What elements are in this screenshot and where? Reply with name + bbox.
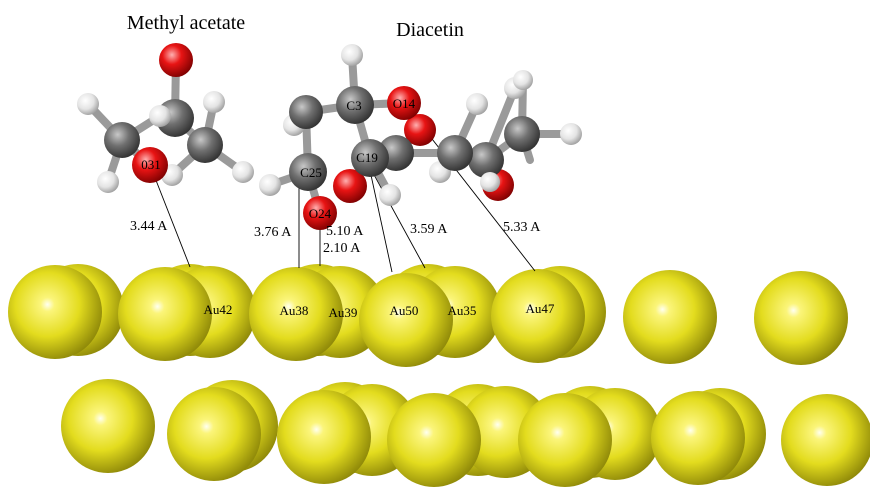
gold-label-au35: Au35 — [448, 303, 477, 318]
gold-atom — [518, 393, 612, 487]
oxygen-atom — [159, 43, 193, 77]
carbon-atom — [104, 122, 140, 158]
gold-atom — [651, 391, 745, 485]
carbon-atom-c25 — [289, 153, 327, 191]
carbon-atom — [187, 127, 223, 163]
atom-label-c25: C25 — [300, 165, 322, 180]
hydrogen-atom — [149, 105, 171, 127]
distance-label-5: 3.59 A — [410, 222, 448, 237]
carbon-atom — [437, 135, 473, 171]
carbon-atom — [289, 95, 323, 129]
methyl-acetate-molecule — [77, 43, 254, 193]
hydrogen-atom — [203, 91, 225, 113]
gold-bottom-layer — [61, 379, 870, 487]
hydrogen-atom — [560, 123, 582, 145]
oxygen-atom-o31 — [132, 147, 168, 183]
gold-atom-au42 — [118, 267, 212, 361]
carbon-atom — [504, 116, 540, 152]
gold-atom — [8, 265, 102, 359]
distance-label-3: 5.10 A — [326, 224, 364, 239]
hydrogen-atom — [341, 44, 363, 66]
hydrogen-atom — [97, 171, 119, 193]
distance-line-5 — [365, 159, 426, 269]
atom-label-c3: C3 — [346, 98, 361, 113]
distance-label-6: 5.33 A — [503, 220, 541, 235]
gold-label-au50: Au50 — [390, 303, 419, 318]
oxygen-atom-o24 — [303, 196, 337, 230]
atom-label-o14: O14 — [393, 96, 416, 111]
carbon-atom — [468, 142, 504, 178]
gold-atom — [61, 379, 155, 473]
diacetin-title: Diacetin — [396, 19, 464, 41]
gold-atom-au38 — [249, 267, 343, 361]
gold-label-au38: Au38 — [280, 303, 309, 318]
gold-top-layer — [8, 264, 848, 367]
hydrogen-atom — [513, 70, 533, 90]
hydrogen-atom — [480, 172, 500, 192]
gold-atom-au50 — [359, 273, 453, 367]
gold-atom — [277, 390, 371, 484]
hydrogen-atom — [77, 93, 99, 115]
gold-label-au42: Au42 — [204, 302, 233, 317]
distance-label-2: 3.76 A — [254, 225, 292, 240]
methyl-acetate-title: Methyl acetate — [127, 12, 245, 34]
oxygen-atom — [404, 114, 436, 146]
distance-label-4: 2.10 A — [323, 241, 361, 256]
gold-atom-au47 — [491, 269, 585, 363]
atom-label-c19: C19 — [356, 150, 378, 165]
distance-line-1 — [149, 164, 191, 268]
gold-label-au47: Au47 — [526, 301, 555, 316]
hydrogen-atom — [466, 93, 488, 115]
oxygen-atom — [333, 169, 367, 203]
hydrogen-atom — [379, 184, 401, 206]
carbon-atom-c19 — [351, 139, 389, 177]
gold-label-au39: Au39 — [329, 305, 358, 320]
atom-label-o24: O24 — [309, 206, 332, 221]
hydrogen-atom — [232, 161, 254, 183]
carbon-atom-c3 — [336, 86, 374, 124]
gold-atom — [781, 394, 870, 486]
distance-label-1: 3.44 A — [130, 219, 168, 234]
gold-atom — [754, 271, 848, 365]
atom-label-o31: 031 — [141, 157, 161, 172]
hydrogen-atom — [259, 174, 281, 196]
oxygen-atom-o14 — [387, 86, 421, 120]
diacetin-molecule — [259, 44, 582, 230]
gold-atom — [623, 270, 717, 364]
gold-atom — [387, 393, 481, 487]
gold-atom — [167, 387, 261, 481]
